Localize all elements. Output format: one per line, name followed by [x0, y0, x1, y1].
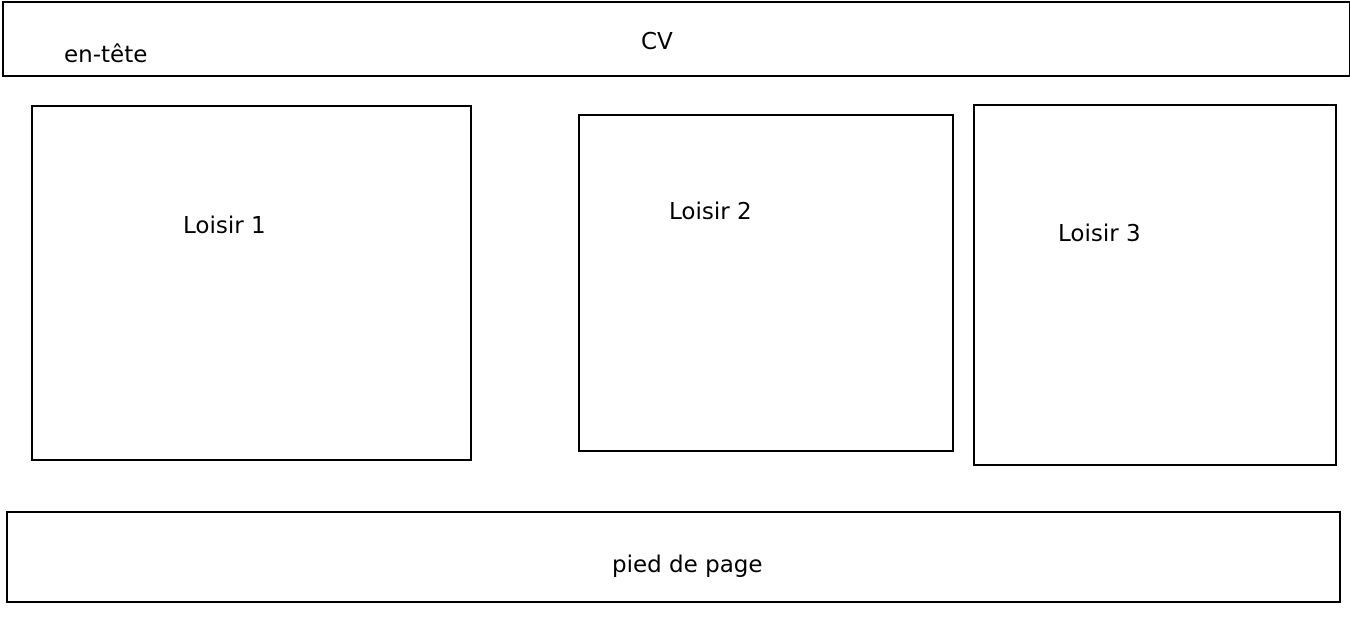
footer-label: pied de page [612, 552, 763, 578]
loisir-box-1: Loisir 1 [31, 105, 472, 461]
header-label: en-tête [64, 42, 148, 68]
header-box: en-tête CV [2, 1, 1350, 77]
page-title: CV [641, 29, 673, 55]
loisir-box-3: Loisir 3 [973, 104, 1337, 466]
loisir-label-2: Loisir 2 [669, 199, 752, 225]
loisir-label-3: Loisir 3 [1058, 221, 1141, 247]
loisir-box-2: Loisir 2 [578, 114, 954, 452]
loisir-label-1: Loisir 1 [183, 213, 266, 239]
footer-box: pied de page [6, 511, 1341, 603]
